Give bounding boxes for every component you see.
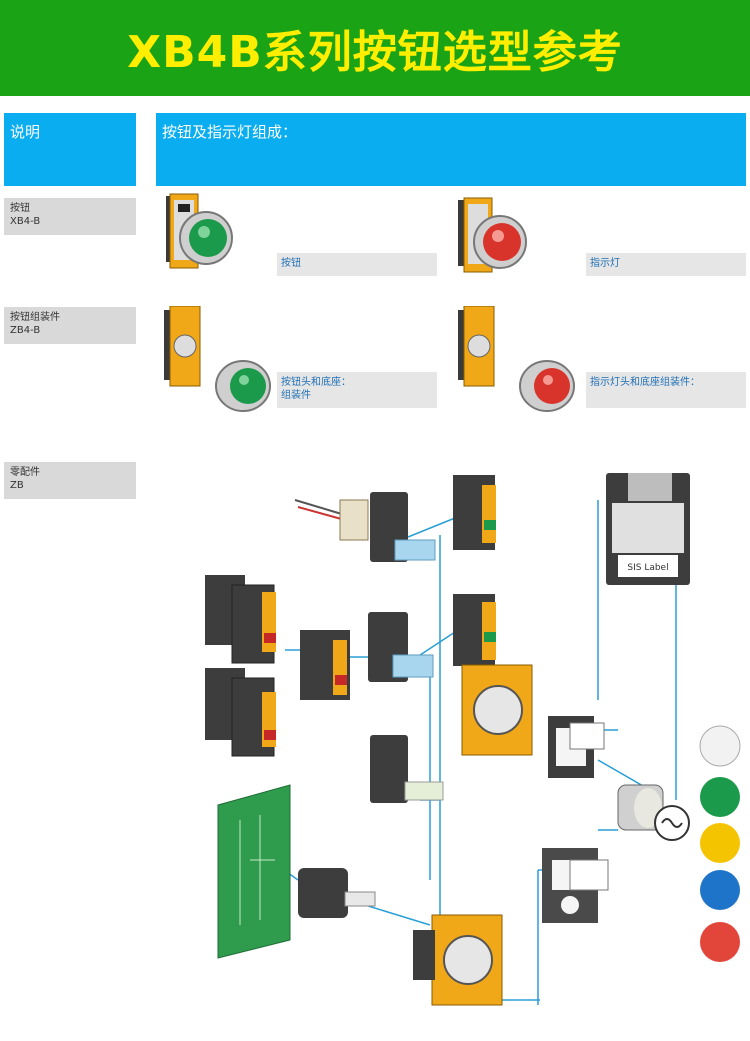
caption-button: 按钮 bbox=[277, 253, 437, 276]
push-button-image bbox=[166, 193, 233, 269]
caption-button-head: 按钮头和底座： 组装件 bbox=[277, 372, 437, 408]
header-composition: 按钮及指示灯组成： bbox=[156, 113, 746, 186]
cap-blue bbox=[700, 870, 740, 910]
caption-indicator: 指示灯 bbox=[586, 253, 746, 276]
row-label-accessories-code: ZB bbox=[10, 480, 24, 491]
row-label-assembly-name: 按钮组装件 bbox=[10, 312, 60, 323]
header-description-text: 说明 bbox=[10, 123, 41, 141]
caption-indicator-head-text: 指示灯头和底座组装件： bbox=[590, 377, 700, 388]
caption-button-head-line1: 按钮头和底座： bbox=[281, 377, 351, 388]
row-label-button-code: XB4-B bbox=[10, 216, 41, 227]
cap-green bbox=[700, 777, 740, 817]
cap-white bbox=[699, 725, 741, 767]
cap-yellow bbox=[700, 823, 740, 863]
floppy-label-text: SIS Label bbox=[627, 563, 668, 573]
row-label-button-name: 按钮 bbox=[10, 203, 30, 214]
indicator-light-image bbox=[458, 197, 527, 273]
contact-block bbox=[368, 492, 444, 803]
indicator-head bbox=[617, 784, 690, 841]
header-composition-text: 按钮及指示灯组成： bbox=[162, 123, 298, 141]
caption-button-text: 按钮 bbox=[281, 258, 301, 269]
accessories-diagram: SIS Label bbox=[205, 473, 741, 1006]
mounting-base bbox=[413, 664, 533, 1006]
caption-indicator-text: 指示灯 bbox=[590, 258, 620, 269]
row-label-button: 按钮 XB4-B bbox=[4, 198, 136, 235]
color-caps bbox=[699, 725, 741, 962]
caption-indicator-head: 指示灯头和底座组装件： bbox=[586, 372, 746, 408]
row-label-assembly-code: ZB4-B bbox=[10, 325, 41, 336]
row-label-assembly: 按钮组装件 ZB4-B bbox=[4, 307, 136, 344]
indicator-head-base-image bbox=[458, 306, 575, 412]
caption-button-head-line2: 组装件 bbox=[281, 390, 311, 401]
page-title: XB4B系列按钮选型参考 bbox=[127, 27, 623, 78]
legend-holders bbox=[542, 716, 609, 923]
floppy-disk: SIS Label bbox=[606, 473, 690, 585]
row-label-accessories-name: 零配件 bbox=[10, 467, 40, 478]
header-description: 说明 bbox=[4, 113, 136, 186]
wire-connector bbox=[294, 499, 369, 541]
pcb-board bbox=[217, 784, 376, 959]
contact-elements bbox=[205, 475, 496, 757]
button-head-base-image bbox=[164, 306, 271, 412]
row-label-accessories: 零配件 ZB bbox=[4, 462, 136, 499]
cap-red bbox=[700, 922, 740, 962]
title-banner: XB4B系列按钮选型参考 bbox=[0, 0, 750, 96]
